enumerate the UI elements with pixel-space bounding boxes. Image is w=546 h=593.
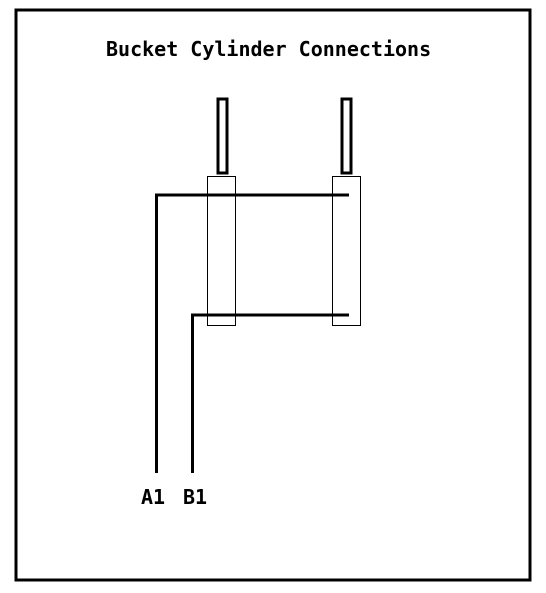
diagram-title: Bucket Cylinder Connections	[106, 37, 431, 61]
left-cylinder-body	[207, 176, 236, 326]
right-cylinder-rod	[340, 97, 353, 175]
diagram-frame	[14, 8, 532, 582]
hydraulic-line-a	[155, 193, 349, 473]
left-cylinder	[207, 97, 236, 326]
port-label-a1: A1	[141, 485, 165, 509]
port-label-b1: B1	[183, 485, 207, 509]
right-cylinder	[332, 97, 361, 326]
right-cylinder-body	[332, 176, 361, 326]
hydraulic-line-b	[191, 313, 349, 473]
left-cylinder-rod	[216, 97, 229, 175]
